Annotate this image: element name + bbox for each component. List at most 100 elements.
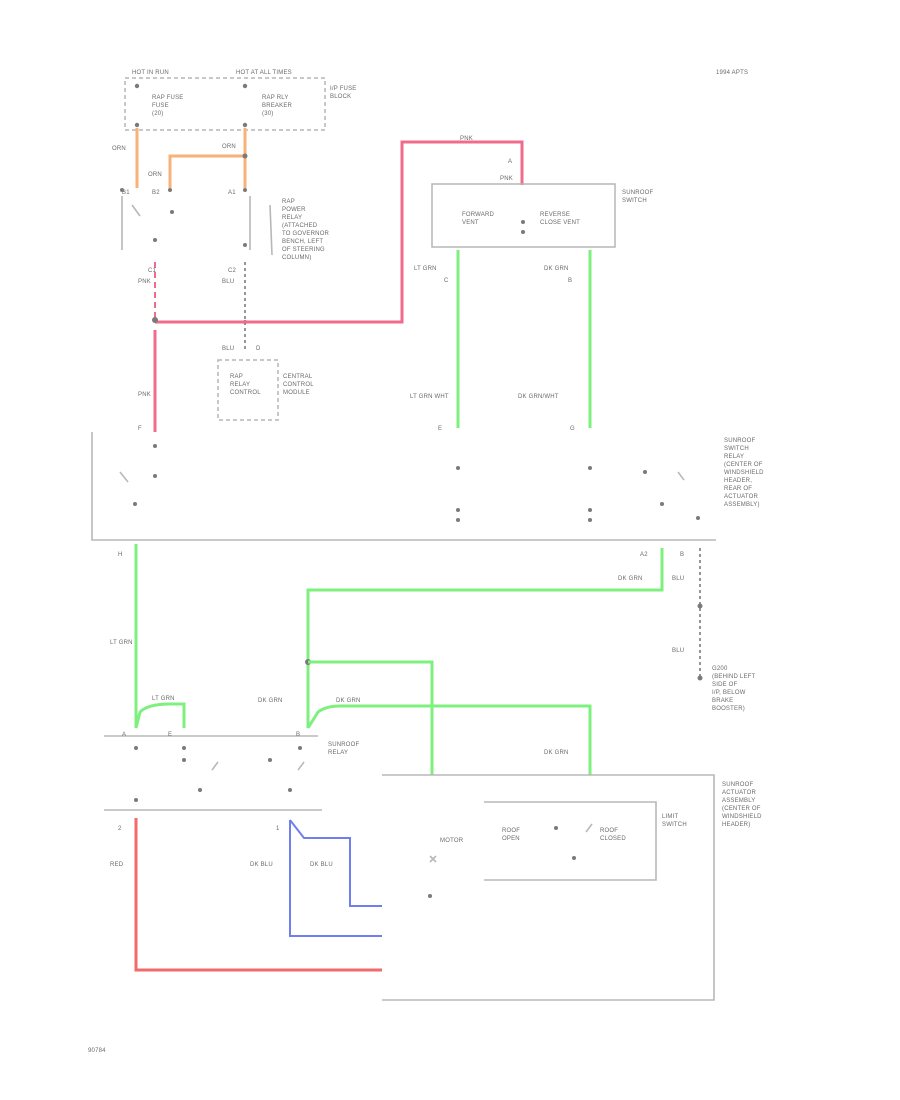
pin-two-label: 2 [118,826,122,832]
switch-pivot-dot2 [521,230,525,234]
rel-dot-5 [298,746,302,750]
orn-label-b: ORN [148,172,162,178]
pin-a1-label: A1 [228,190,236,196]
pin-e-label-2: E [168,732,172,738]
dk-blu-wire-b [289,819,382,907]
rap-module-name2: CONTROL [283,382,314,388]
sr-contact-1 [119,471,129,483]
sr-dot-7 [588,466,592,470]
sr-dot-12 [696,516,700,520]
rel-contact-2 [297,761,305,771]
ground-l3: SIDE OF [712,682,738,688]
actuator-l6: HEADER) [722,822,750,828]
switch-relay-l7: REAR OF [724,486,752,492]
hot-in-run-label: HOT IN RUN [132,70,169,76]
limit-switch-name2: SWITCH [662,822,687,828]
switch-relay-l2: SWITCH [724,446,749,452]
pnk-label-c: PNK [138,392,151,398]
pin-d-label: D [256,346,261,352]
ground-dot [697,675,703,681]
red-label: RED [110,862,124,868]
fuse1-line1: RAP FUSE [152,95,184,101]
dk-grn-label-d: DK GRN [336,698,361,704]
rel-dot-8 [134,798,138,802]
pin-c1-label: C1 [148,268,157,274]
sunroof-relay-name1: SUNROOF [328,742,360,748]
dk-blu-label-a: DK BLU [250,862,273,868]
fuse1-top-dot [134,83,140,89]
dk-grn-label-a: DK GRN [544,266,569,272]
pin-g-label: G [570,426,575,432]
sr-dot-6 [456,518,460,522]
dk-blu-wire-a [289,820,382,937]
switch-relay-l1: SUNROOF [724,438,756,444]
switch-rev-l1: REVERSE [540,212,570,218]
fuse1-line2: FUSE [152,103,169,109]
rap-relay-l7: OF STEERING [282,247,325,253]
sunroof-switch-box [431,183,616,248]
rap-relay-contact-dot [170,210,174,214]
rap-relay-l5: TO GOVERNOR [282,231,330,237]
footer-code: 90784 [88,1048,106,1054]
orn-label-c: ORN [222,144,236,150]
dk-grn-label-e: DK GRN [544,750,569,756]
orange-wire-jumper [168,154,245,188]
rap-relay-l2: POWER [282,207,306,213]
switch-fwd-l1: FORWARD [462,212,495,218]
rap-relay-bracket [269,204,273,256]
rel-dot-1 [134,746,138,750]
roof-closed-l1: ROOF [600,828,618,834]
limit-contact [585,823,593,833]
blu-label-c: BLU [672,576,684,582]
sr-dot-11 [660,502,664,506]
rap-relay-coil-dot1 [153,238,157,242]
fuse1-line3: (20) [152,111,163,117]
limit-dot-1 [554,826,558,830]
sr-contact-2 [677,471,685,481]
motor-label: MOTOR [440,838,464,844]
sr-dot-3 [133,502,137,506]
pin-b-label: B [568,278,572,284]
sr-dot-4 [456,466,460,470]
rap-module-name3: MODULE [283,390,310,396]
pin-b2-label: B2 [152,190,160,196]
rel-dot-7 [288,788,292,792]
pin-b-label-2: B [680,552,684,558]
red-wire [134,818,382,972]
switch-relay-frame [91,432,716,541]
fuse2-line2: BREAKER [262,103,293,109]
dk-grn-wire-to-actuator [308,660,434,775]
fuse2-line3: (30) [262,111,273,117]
dk-grn-label-c: DK GRN [258,698,283,704]
ground-l1: G200 [712,666,728,672]
limit-switch-name1: LIMIT [662,814,678,820]
lt-grn-jumper [134,702,186,729]
motor-symbol [429,855,437,863]
sunroof-switch-name2: SWITCH [622,198,647,204]
sr-dot-10 [643,470,647,474]
limit-switch-box [484,801,657,881]
dk-grn-wire-lower [306,704,592,775]
ground-l5: BRAKE [712,698,733,704]
switch-rev-l2: CLOSE VENT [540,220,580,226]
lt-grn-wht-label: LT GRN WHT [410,394,449,400]
dk-grn-label-b: DK GRN [618,576,643,582]
rap-relay-pin-b1 [120,188,124,192]
sr-dot-2 [153,474,157,478]
lt-grn-label-a: LT GRN [414,266,437,272]
rap-module-l3: CONTROL [230,390,261,396]
sr-dot-5 [456,508,460,512]
rap-relay-l3: RELAY [282,215,302,221]
fuse2-top-dot [242,83,248,89]
fuse1-bottom-dot [134,122,140,128]
actuator-l1: SUNROOF [722,782,754,788]
lt-grn-label-c: LT GRN [152,696,175,702]
switch-pivot-dot [521,220,525,224]
rel-dot-4 [268,758,272,762]
page-code-label: 1994 APTS [716,70,748,76]
rap-relay-pin-b2 [168,188,172,192]
lt-grn-label-b1: LT GRN [110,640,133,646]
pin-h-label: H [118,552,123,558]
ground-l2: (BEHIND LEFT [712,674,756,680]
